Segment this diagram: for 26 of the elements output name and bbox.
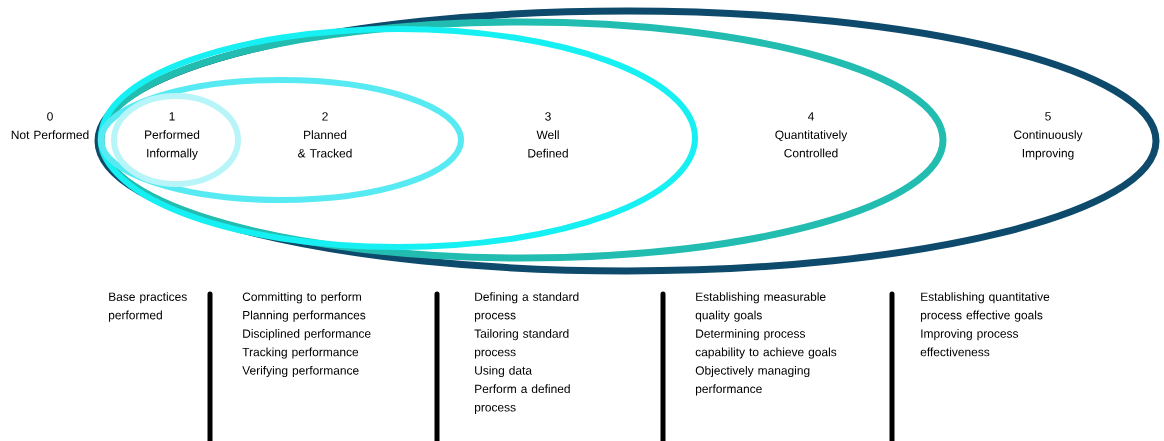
list-item: Defining a standard process [474, 292, 579, 322]
list-item: Tailoring standard process [474, 329, 569, 359]
list-item: Tracking performance [242, 347, 359, 359]
list-item: Improving process effectiveness [920, 329, 1019, 357]
ellipse [111, 93, 241, 187]
level-label: 4 Quantitatively Controlled [775, 112, 848, 158]
ellipse [97, 18, 947, 262]
list-item: Objectively managing performance [695, 365, 810, 396]
ellipse [98, 77, 464, 203]
list-item: Planning performances [243, 310, 366, 322]
level-label: 1 Performed Informally [145, 112, 200, 160]
list-item: Using data [475, 365, 532, 378]
list-item: Committing to perform [242, 292, 361, 304]
ellipse [98, 26, 698, 250]
level-label: 2 Planned & Tracked [298, 112, 352, 158]
list-item: Verifying performance [242, 365, 359, 378]
list-item: Establishing measurable quality goals [695, 292, 826, 322]
list-item: Determining process capability to achieve goals [695, 329, 837, 359]
level-label: 0 Not Performed [11, 112, 89, 140]
ellipse [94, 7, 1160, 275]
list-item: Establishing quantitative process effective goals [920, 292, 1050, 322]
level-label: 5 Continuously Improving [1014, 112, 1083, 160]
list-item: Perform a defined process [474, 384, 570, 414]
list-item: Disciplined performance [243, 329, 371, 341]
list-item: Base practices performed [109, 292, 187, 322]
level-label: 3 Well Defined [528, 112, 568, 158]
